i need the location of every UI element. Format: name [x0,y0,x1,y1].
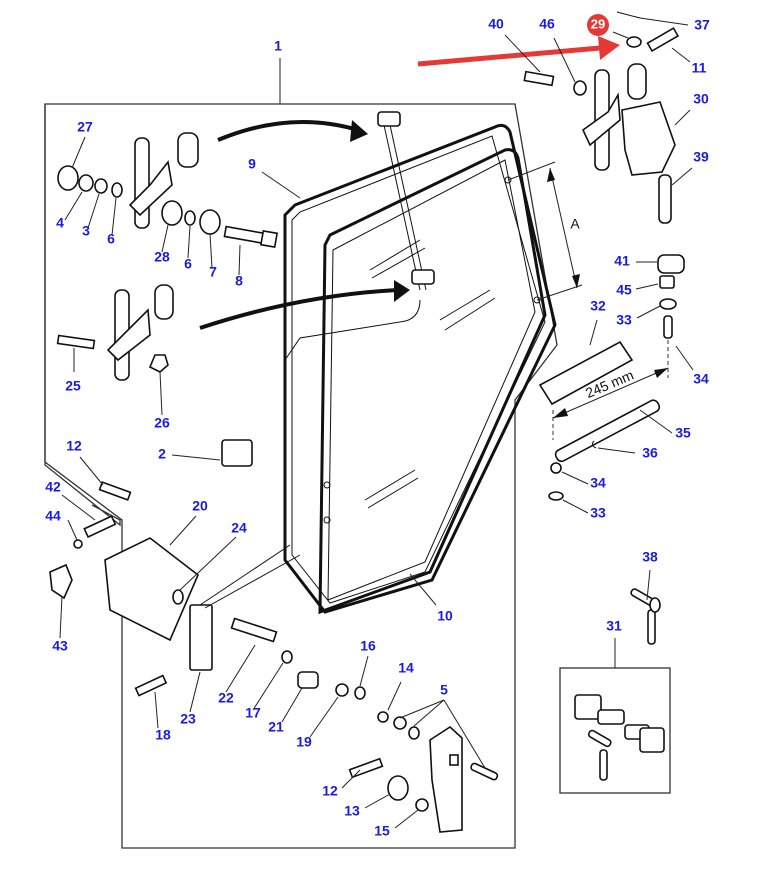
label-11[interactable]: 11 [692,60,707,76]
lock-cover [104,537,199,642]
label-25[interactable]: 25 [65,378,81,394]
label-32[interactable]: 32 [590,298,606,314]
upper-hinge [57,132,279,249]
lock-barrels [574,694,665,781]
part-labels: 1 2 3 4 5 6 6 7 8 9 10 11 12 12 13 14 15… [45,16,710,839]
door-glass [318,148,547,615]
highlight-badge [587,14,609,36]
label-44[interactable]: 44 [45,508,61,524]
label-45[interactable]: 45 [616,282,632,298]
label-24[interactable]: 24 [231,520,247,536]
clip-part [221,439,253,467]
door-rod [284,111,435,361]
label-19[interactable]: 19 [296,734,312,750]
label-16[interactable]: 16 [360,638,376,654]
door-handle [429,725,499,833]
lower-hinge [56,284,174,381]
gas-strut-assembly [538,254,685,501]
label-26[interactable]: 26 [154,415,170,431]
label-17[interactable]: 17 [245,705,261,721]
door-latch [189,544,301,671]
label-35[interactable]: 35 [675,425,691,441]
label-37[interactable]: 37 [694,17,710,33]
label-33b[interactable]: 33 [590,505,606,521]
label-2[interactable]: 2 [158,446,166,462]
label-5[interactable]: 5 [440,682,448,698]
label-33a[interactable]: 33 [616,312,632,328]
label-41[interactable]: 41 [614,253,630,269]
assembly-frame [44,58,558,849]
label-39[interactable]: 39 [693,149,709,165]
label-20[interactable]: 20 [192,498,208,514]
label-15[interactable]: 15 [374,823,390,839]
direction-arrows [199,120,410,330]
label-12a[interactable]: 12 [66,438,82,454]
label-7[interactable]: 7 [209,264,217,280]
label-36[interactable]: 36 [642,445,658,461]
highlight-arrow [417,36,620,67]
label-27[interactable]: 27 [77,119,93,135]
label-4[interactable]: 4 [56,215,64,231]
label-34b[interactable]: 34 [590,475,606,491]
label-6a[interactable]: 6 [107,231,115,247]
label-23[interactable]: 23 [180,711,196,727]
label-6b[interactable]: 6 [184,256,192,272]
label-42[interactable]: 42 [45,479,61,495]
label-18[interactable]: 18 [155,727,171,743]
label-21[interactable]: 21 [268,719,284,735]
label-43[interactable]: 43 [52,638,68,654]
label-1[interactable]: 1 [274,38,282,54]
label-40[interactable]: 40 [488,16,504,32]
lock-kit-frame [559,638,671,794]
label-31[interactable]: 31 [606,618,622,634]
label-9[interactable]: 9 [248,156,256,172]
dimension-a-label: A [570,216,580,232]
label-14[interactable]: 14 [398,660,414,676]
label-46[interactable]: 46 [539,16,555,32]
label-8[interactable]: 8 [235,273,243,289]
label-22[interactable]: 22 [218,690,234,706]
label-10[interactable]: 10 [437,608,453,624]
label-29[interactable]: 29 [591,16,605,31]
right-hinge [523,11,680,224]
small-fasteners [49,481,429,812]
label-13[interactable]: 13 [344,803,360,819]
dimension-a: A [507,161,583,301]
leader-lines [59,17,694,829]
label-3[interactable]: 3 [82,223,90,239]
label-30[interactable]: 30 [693,91,709,107]
label-28[interactable]: 28 [154,249,170,265]
label-12b[interactable]: 12 [322,783,338,799]
label-38[interactable]: 38 [642,549,658,565]
key-set [630,588,661,645]
label-34a[interactable]: 34 [693,371,709,387]
